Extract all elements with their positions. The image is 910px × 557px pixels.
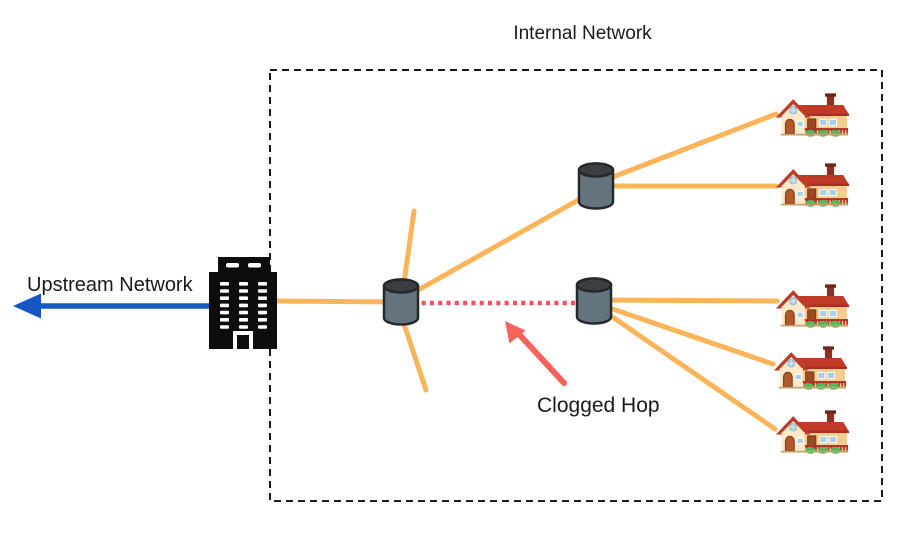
house-5-house-icon	[776, 410, 849, 453]
nodes	[382, 93, 849, 453]
link-routerC-house3	[597, 297, 780, 304]
clogged-hop-label: Clogged Hop	[537, 394, 660, 417]
link-lines	[274, 111, 780, 432]
house-2-house-icon	[776, 163, 849, 206]
link-routerC-house4	[595, 301, 776, 367]
link-routerA-stub-down	[398, 312, 429, 393]
link-routerA-stub-up	[400, 208, 417, 293]
router-node-core-icon	[382, 278, 420, 326]
internal-network-title: Internal Network	[513, 23, 652, 44]
router-node-upper-icon	[577, 162, 615, 210]
link-routerC-house5	[595, 304, 778, 432]
clogged-hop-arrow-icon	[505, 321, 567, 386]
house-1-house-icon	[776, 93, 849, 136]
link-routerB-house1	[597, 111, 779, 185]
internal-network-boundary	[269, 69, 883, 502]
house-3-house-icon	[776, 284, 849, 327]
link-routerA-routerB	[401, 187, 599, 301]
office-building-icon	[209, 257, 277, 349]
house-4-house-icon	[774, 346, 847, 389]
router-node-lower-icon	[575, 277, 613, 325]
link-building-routerA	[274, 298, 404, 305]
upstream-network-label: Upstream Network	[27, 274, 193, 296]
